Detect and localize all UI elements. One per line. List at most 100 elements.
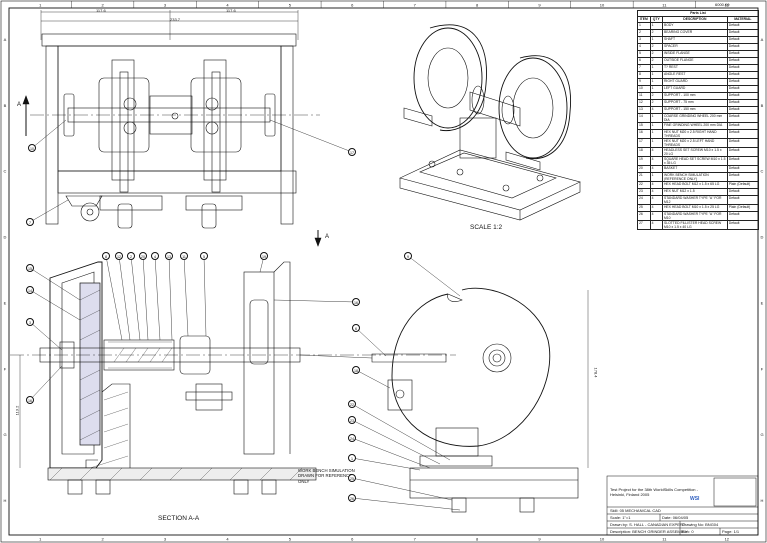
zone-number: 10 <box>600 3 605 8</box>
zone-number: 11 <box>662 537 667 542</box>
item-balloon: 5 <box>200 252 208 260</box>
parts-cell: 2 <box>637 29 651 37</box>
zone-number: 7 <box>414 537 417 542</box>
item-balloon: 16 <box>26 396 34 404</box>
dim-left: 117.6 <box>96 8 106 13</box>
item-balloon: 24 <box>348 434 356 442</box>
dim-right: 117.6 <box>226 8 236 13</box>
parts-cell: Default <box>726 195 760 205</box>
parts-cell: 17 <box>637 138 651 148</box>
item-balloon: 10 <box>28 144 36 152</box>
tb-description-value: BENCH GRINDER ASSEMBLY <box>632 529 688 534</box>
item-balloon: 13 <box>165 252 173 260</box>
item-balloon: 12 <box>115 252 123 260</box>
parts-cell: HEX HEAD BOLT M10 x 1.5 x 25 LG <box>661 204 728 212</box>
tb-scale: Scale: 1"=1 <box>610 515 630 520</box>
zone-letter: F <box>4 366 7 371</box>
parts-cell: SUPPORT - 150 mm <box>661 106 728 114</box>
zone-number: 8 <box>476 3 479 8</box>
zone-letter: E <box>4 300 7 305</box>
parts-cell: 25 <box>637 204 651 212</box>
parts-cell: Default <box>726 165 760 173</box>
parts-cell: 7 <box>637 64 651 72</box>
parts-cell: 4 <box>637 43 651 51</box>
zone-number: 5 <box>289 537 292 542</box>
parts-cell: 2 <box>649 92 663 100</box>
tb-rev-label: Rev: <box>682 529 691 534</box>
parts-cell: 18 <box>637 147 651 157</box>
parts-cell: 14 <box>637 113 651 123</box>
item-balloon: 1 <box>348 454 356 462</box>
zone-letter: G <box>760 432 763 437</box>
parts-cell: 13 <box>637 106 651 114</box>
zone-number: 1 <box>39 3 42 8</box>
wsi-logo: WSI <box>690 496 700 502</box>
dim-height-right: 178.4 <box>593 367 599 378</box>
parts-cell: Default <box>726 22 760 30</box>
parts-cell: 6 <box>637 57 651 65</box>
item-balloon: 20 <box>139 252 147 260</box>
zone-number: 9 <box>538 537 541 542</box>
parts-cell: 1 <box>649 129 663 139</box>
parts-cell: Plain (Default) <box>726 181 760 189</box>
zone-letter: F <box>761 366 764 371</box>
item-balloon: 6 <box>352 324 360 332</box>
parts-cell: BEARING COVER <box>661 29 728 37</box>
parts-cell: 4 <box>649 156 663 166</box>
tb-scale-label: Scale: <box>610 515 622 520</box>
item-balloon: 4 <box>151 252 159 260</box>
parts-cell: Default <box>726 99 760 107</box>
tb-drawing-no-label: Drawing No: <box>682 522 705 527</box>
zone-number: 4 <box>226 537 229 542</box>
zone-number: 3 <box>164 537 167 542</box>
item-balloon: 18 <box>352 366 360 374</box>
parts-cell: 4 <box>649 220 663 230</box>
zone-number: 8 <box>476 537 479 542</box>
tb-description: Description: BENCH GRINDER ASSEMBLY <box>610 529 688 534</box>
parts-cell: Default <box>726 71 760 79</box>
parts-cell: 1 <box>649 172 663 182</box>
parts-cell: OUTSIDE FLANGE <box>661 57 728 65</box>
zone-number: 6 <box>351 3 354 8</box>
tb-page-label: Page: <box>722 529 733 534</box>
top-view <box>22 10 322 247</box>
parts-cell: 4 <box>649 165 663 173</box>
parts-cell: HEADLESS SET SCREW M10 x 1.5 x 20 LG <box>661 147 728 157</box>
item-balloon: 11 <box>180 252 188 260</box>
parts-cell: 1 <box>637 22 651 30</box>
parts-cell: Default <box>726 106 760 114</box>
parts-cell: 11 <box>637 92 651 100</box>
side-view <box>299 287 589 513</box>
zone-letter: E <box>761 300 764 305</box>
tb-date-value: 06/04/05 <box>672 515 689 520</box>
zone-letter: B <box>4 103 7 108</box>
tb-page-value: 1/1 <box>733 529 740 534</box>
parts-cell: 9 <box>637 78 651 86</box>
item-balloon: 25 <box>348 474 356 482</box>
zone-number: 6 <box>351 537 354 542</box>
parts-cell: Default <box>726 85 760 93</box>
parts-cell: Default <box>726 220 760 230</box>
tb-drawn-value: S. HALL - CANADIAN EXPERT <box>629 522 686 527</box>
title-block-frame <box>606 475 759 536</box>
item-balloon: 14 <box>26 286 34 294</box>
parts-cell: FINE GRINDING WHEEL 200 mm DIA <box>661 122 728 130</box>
item-balloon: 3 <box>26 318 34 326</box>
zone-number: 2 <box>102 3 105 8</box>
parts-cell: COARSE GRINDING WHEEL 200 mm DIA <box>661 113 728 123</box>
